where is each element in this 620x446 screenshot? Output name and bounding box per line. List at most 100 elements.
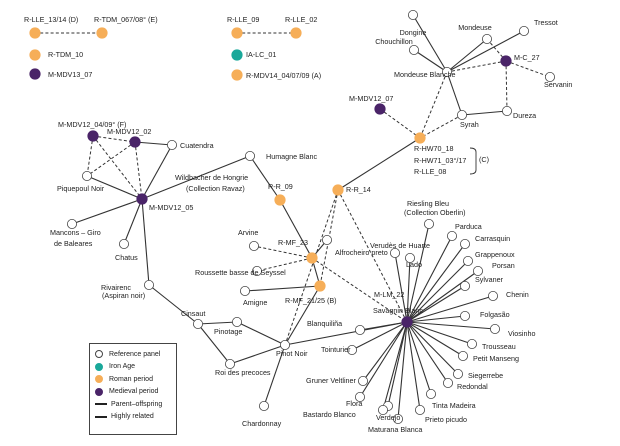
highly-related-edge-mmdv12_02-piquepoul — [86, 141, 136, 177]
reference-swatch-icon — [95, 350, 103, 359]
highly-related-edge-rmf23-roussette — [256, 257, 313, 272]
key-node-k1-b — [96, 27, 108, 39]
parent-offspring-edge-tressot-mondeuse_blanche — [446, 30, 525, 73]
highly-related-edge-mmdv12_07-rhw70 — [379, 108, 421, 139]
dashed-line-icon — [95, 415, 107, 418]
node-rivairenc — [143, 279, 154, 290]
parent-offspring-edge-mmdv12_02-cuatendra — [134, 141, 173, 146]
node-label-mc27: M-C_27 — [514, 53, 540, 62]
key-samples-layer: R-LLE_13/14 (D)R-TDM_067/08° (E)R-LLE_09… — [24, 15, 321, 81]
node-label-pinotnoir: Pinot Noir — [276, 349, 308, 358]
legend-item-roman: Roman period — [95, 373, 171, 386]
parent-offspring-edge-mmdv12_05-humagne — [141, 155, 251, 200]
node-mmdv12_07 — [374, 103, 386, 115]
parent-offspring-edge-mlm22-siegerrebe — [406, 321, 459, 375]
parent-offspring-edge-pinotage-pinotnoir — [236, 321, 286, 346]
node-sylvaner — [459, 280, 470, 291]
parent-offspring-edge-mlm22-chenin — [406, 295, 494, 323]
node-riesling — [423, 218, 434, 229]
node-mc27 — [500, 55, 512, 67]
parent-offspring-edge-mlm22-verudes — [394, 252, 408, 323]
parent-offspring-edge-mlm22-redondal — [406, 321, 449, 384]
node-mmdv12_05 — [136, 193, 148, 205]
parent-offspring-edge-mlm22-bastardo — [382, 321, 408, 411]
highly-related-edge-mc27-mondeuse_blanche — [446, 60, 507, 73]
node-cinsaut — [192, 318, 203, 329]
node-mmdv12_02 — [129, 136, 141, 148]
node-label-prietopicudo: Prieto picudo — [425, 415, 467, 424]
parent-offspring-edge-mlm22-trousseau — [406, 321, 473, 345]
extra-label-oberlin: (Collection Oberlin) — [404, 208, 466, 217]
highly-related-edge-mc27-dureza — [505, 60, 508, 112]
parent-offspring-edge-dureza-syrah — [461, 110, 508, 116]
key-node-k5-a — [29, 68, 41, 80]
node-arvine — [248, 240, 259, 251]
node-chatus — [119, 238, 130, 249]
node-syrah — [456, 110, 467, 121]
node-label-tintamadeira: Tinta Madeira — [432, 401, 476, 410]
node-chenin — [487, 290, 498, 301]
roman-swatch-icon — [95, 375, 103, 384]
legend-label-highly-related: Highly related — [111, 413, 154, 421]
parent-offspring-edge-mondeuse_blanche-syrah — [446, 71, 463, 116]
node-label-alfrocheiro: Alfrocheiro preto — [335, 248, 388, 257]
parent-offspring-edge-mlm22-riesling — [406, 223, 430, 323]
parent-offspring-edge-mlm22-flora — [359, 321, 408, 398]
node-redondal — [442, 377, 453, 388]
node-lado — [404, 252, 415, 263]
parent-offspring-edge-piquepoul-mmdv12_05 — [86, 175, 143, 200]
highly-related-edge-rr14-pinotnoir — [284, 189, 339, 346]
node-mondeuse — [481, 34, 492, 45]
key-label-k6-a: R-MDV14_04/07/09 (A) — [246, 71, 321, 80]
edges-layer — [71, 14, 551, 420]
node-label-redondal: Redondal — [457, 382, 488, 391]
node-label-syrah: Syrah — [460, 120, 479, 129]
node-label-petitmanseng: Petit Manseng — [473, 354, 519, 363]
node-label-mondeuse: Mondeuse — [458, 23, 492, 32]
node-label-sylvaner: Sylvaner — [475, 275, 504, 284]
highly-related-edge-rmf23-mlm22 — [311, 257, 408, 323]
node-verudes — [389, 247, 400, 258]
highly-related-edge-mmdv12_02-mmdv12_05 — [134, 141, 143, 200]
key-node-k3-a — [29, 49, 41, 61]
node-label-grappenoux: Grappenoux — [475, 250, 515, 259]
node-label-piquepoul: Piquepoul Noir — [57, 184, 105, 193]
node-label-rivairenc: Rivairenc — [101, 283, 131, 292]
extra-label-ravaz: (Collection Ravaz) — [186, 184, 245, 193]
node-mondeuse_blanche — [441, 67, 452, 78]
nodes-layer — [67, 9, 556, 424]
key-label-k5-a: M-MDV13_07 — [48, 70, 92, 79]
key-node-k4-a — [231, 49, 243, 61]
node-humagne — [244, 150, 255, 161]
highly-related-edge-rmf23-arvine — [253, 245, 313, 259]
node-bastardo — [377, 404, 388, 415]
node-mmdv12_04 — [87, 130, 99, 142]
legend-label-medieval: Medieval period — [109, 388, 159, 396]
parent-offspring-edge-mlm22-prietopicudo — [406, 321, 421, 411]
node-label-rmf2125: R-MF_21/25 (B) — [285, 296, 337, 305]
node-label-cinsaut: Cinsaut — [181, 309, 205, 318]
node-label-pinotage: Pinotage — [214, 327, 242, 336]
parent-offspring-edge-mmdv12_05-chatus — [123, 198, 143, 245]
medieval-swatch-icon — [95, 387, 103, 396]
node-label-mancons: Mancons – Giro — [50, 228, 101, 237]
node-label-flora: Flora — [346, 399, 362, 408]
node-label-chatus: Chatus — [115, 253, 138, 262]
labels-layer: DongineChouchillonMondeuseTressotM-C_27S… — [50, 18, 572, 434]
legend-label-parent-offspring: Parent–offspring — [111, 400, 163, 408]
key-label-k2-a: R-LLE_09 — [227, 15, 259, 24]
node-rr09 — [274, 194, 286, 206]
node-alfrocheiro — [321, 234, 332, 245]
node-label-bastardo: Bastardo Blanco — [303, 410, 356, 419]
node-rmf2125 — [314, 280, 326, 292]
node-label-chardonnay: Chardonnay — [242, 419, 282, 428]
node-label-arvine: Arvine — [238, 228, 258, 237]
node-chouchillon — [408, 45, 419, 56]
parent-offspring-edge-mlm22-folgasao — [406, 315, 466, 323]
node-mancons — [67, 218, 78, 229]
node-label-rmf23: R-MF_23 — [278, 238, 308, 247]
node-prietopicudo — [414, 404, 425, 415]
parent-offspring-edge-mlm22-lado — [406, 257, 411, 323]
node-chardonnay — [258, 400, 269, 411]
